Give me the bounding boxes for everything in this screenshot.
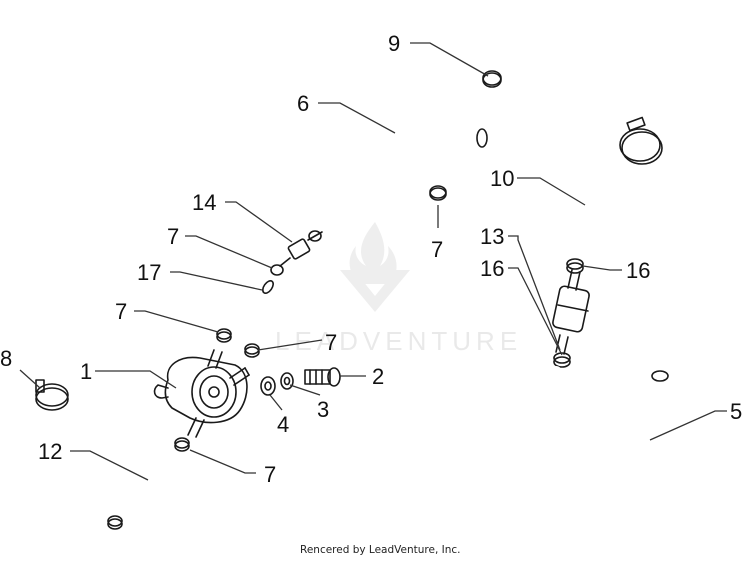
clamp-16-lower — [553, 352, 571, 368]
hose-6 — [549, 366, 669, 462]
callout-7-lower: 7 — [264, 462, 276, 487]
callout-1: 1 — [80, 359, 92, 384]
washer-3 — [280, 372, 294, 390]
clamp-9 — [482, 70, 502, 88]
callout-7-left: 7 — [115, 299, 127, 324]
footer-credit: Rencered by LeadVenture, Inc. — [300, 544, 461, 556]
callout-13: 13 — [480, 224, 504, 249]
callout-12: 12 — [38, 439, 62, 464]
hose-10 — [314, 118, 604, 256]
clamp-7-lower — [174, 437, 190, 452]
callout-14: 14 — [192, 190, 216, 215]
callout-3: 3 — [317, 397, 329, 422]
bolt-2 — [304, 367, 341, 387]
callout-16-left: 16 — [480, 256, 504, 281]
callout-9: 9 — [388, 31, 400, 56]
callout-labels: 9 6 10 7 14 7 17 7 7 13 16 16 8 1 2 3 4 … — [0, 31, 742, 487]
hose-5 — [262, 97, 750, 334]
clamp-7-pump-right — [244, 343, 260, 358]
hose-12 — [107, 464, 164, 530]
callout-17: 17 — [137, 260, 161, 285]
callout-16-right: 16 — [626, 258, 650, 283]
clamp-7-center — [429, 185, 447, 201]
hose-17 — [231, 279, 276, 336]
clamp-8 — [35, 379, 69, 411]
callout-2: 2 — [372, 364, 384, 389]
watermark-flame-logo — [340, 222, 410, 312]
clamp-7-upper — [270, 230, 322, 276]
callout-8: 8 — [0, 346, 12, 371]
callout-6: 5 — [730, 399, 742, 424]
washer-4 — [260, 376, 276, 396]
callout-4: 4 — [277, 412, 289, 437]
clamp-7-pump-left — [216, 328, 232, 343]
fuel-pump-1 — [153, 349, 250, 438]
leader-lines — [19, 42, 727, 481]
callout-5: 6 — [297, 91, 309, 116]
clamp-16-upper — [566, 258, 584, 274]
callout-7-upper: 7 — [167, 224, 179, 249]
hose-end-clamp — [619, 116, 663, 165]
callout-7-right: 7 — [325, 330, 337, 355]
callout-7-center: 7 — [431, 237, 443, 262]
fuel-filter-13 — [552, 269, 590, 355]
callout-10: 10 — [490, 166, 514, 191]
